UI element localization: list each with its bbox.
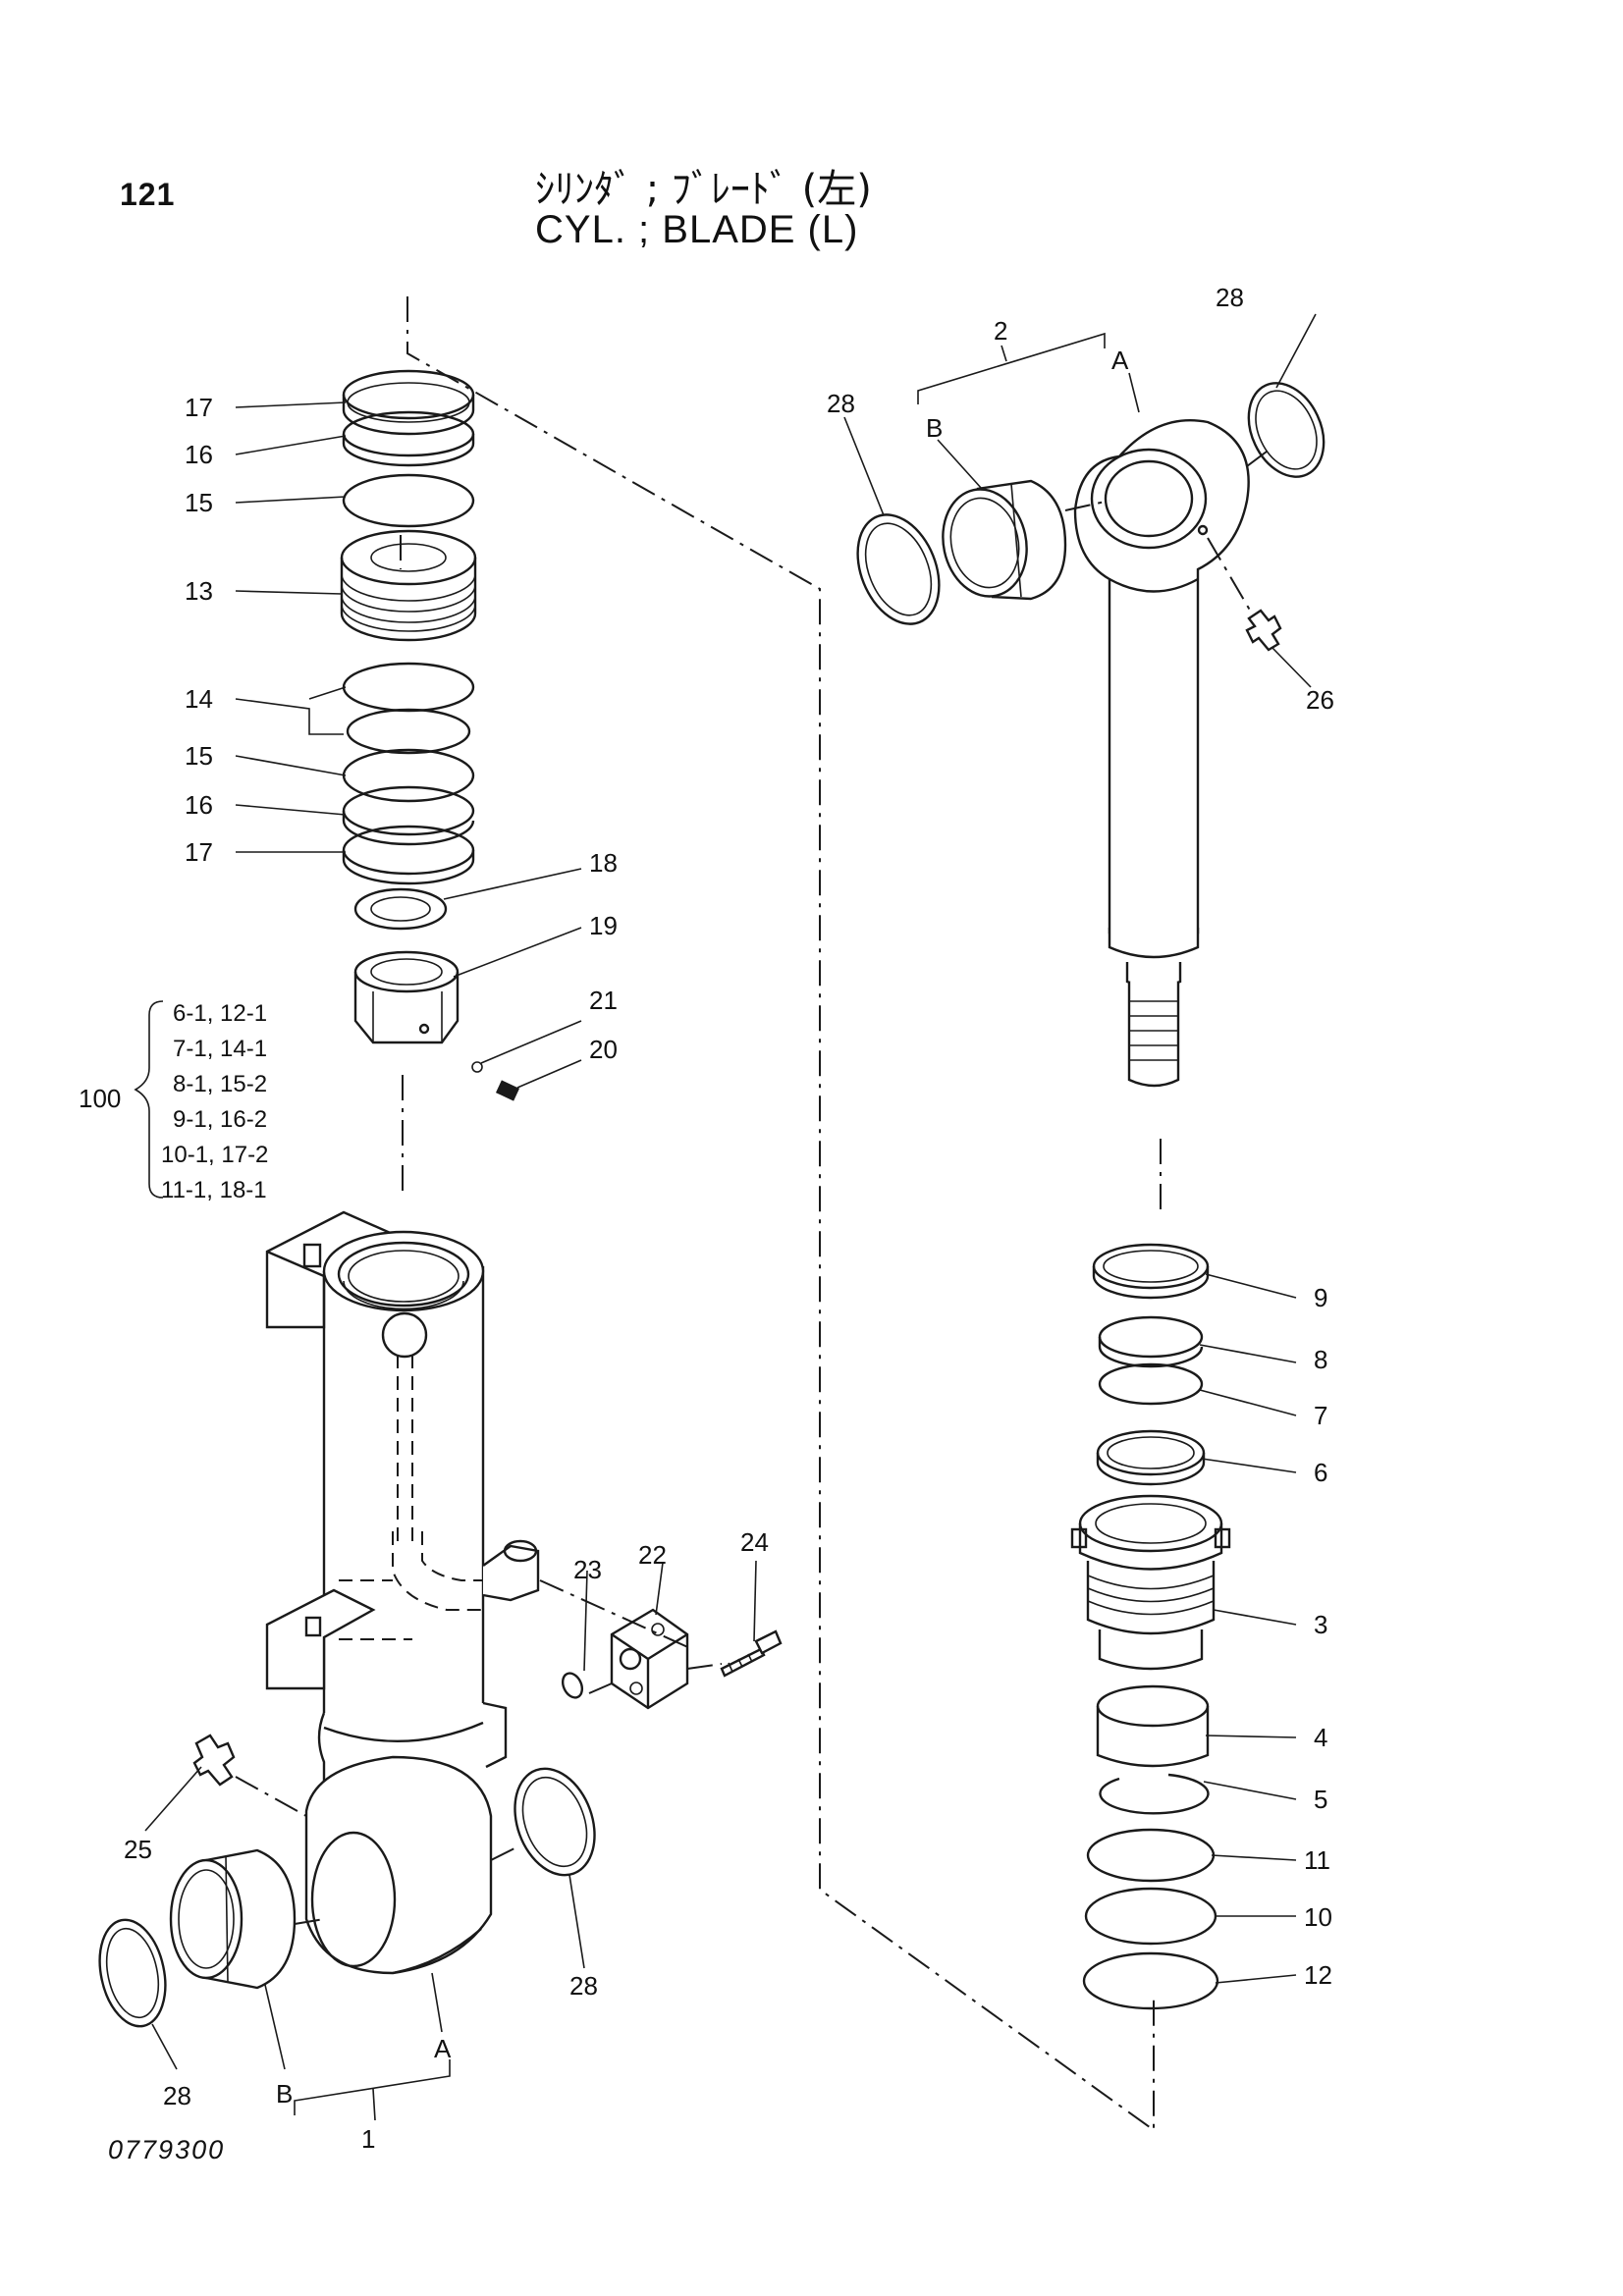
part-5-snap-ring xyxy=(1099,1773,1210,1815)
page-number: 121 xyxy=(120,177,176,212)
part-1-bracket xyxy=(294,2059,451,2121)
part-11-backup-ring xyxy=(1086,1828,1216,1883)
title-english: CYL. ; BLADE (L) xyxy=(535,208,859,251)
title-japanese: ｼﾘﾝﾀﾞ ; ﾌﾞﾚｰﾄﾞ (左) xyxy=(535,167,872,212)
part-left-bushing-b xyxy=(169,1848,297,1990)
port-assembly-dash-lines xyxy=(235,1579,723,1817)
part-14-ring-b xyxy=(346,708,471,755)
callout-23: 23 xyxy=(573,1555,602,1584)
head-parts-stack xyxy=(1070,1243,1231,2010)
rod-seal-axis-line xyxy=(1246,451,1268,467)
part-21-ball xyxy=(471,1061,483,1073)
part-20-set-screw xyxy=(495,1080,520,1101)
callout-labels: 17 16 15 13 14 15 16 17 18 19 21 20 22 2… xyxy=(124,283,1334,2154)
callout-28-lower-left: 28 xyxy=(163,2081,191,2110)
part-17-ring-upper xyxy=(342,369,475,436)
part-2-piston-rod xyxy=(1073,418,1250,1088)
callout-19: 19 xyxy=(589,911,618,940)
callout-16-lower: 16 xyxy=(185,790,213,820)
callout-7: 7 xyxy=(1314,1401,1327,1430)
part-8-seal xyxy=(1098,1315,1204,1368)
part-25-grease-nipple xyxy=(192,1734,236,1787)
callout-3: 3 xyxy=(1314,1610,1327,1639)
part-23-oring xyxy=(561,1672,584,1699)
callout-15-upper: 15 xyxy=(185,488,213,517)
kit-line-6: 11-1, 18-1 xyxy=(161,1177,267,1203)
label-a-left: A xyxy=(434,2034,452,2063)
part-12-oring xyxy=(1082,1951,1219,2010)
callout-9: 9 xyxy=(1314,1283,1327,1312)
part-28-seal-upper-right xyxy=(1247,382,1325,478)
part-26-grease-nipple xyxy=(1207,537,1282,652)
kit-line-4: 9-1, 16-2 xyxy=(173,1106,267,1133)
kit-label: 100 xyxy=(79,1084,121,1113)
callout-24: 24 xyxy=(740,1527,769,1557)
callout-26: 26 xyxy=(1306,685,1334,715)
callout-1: 1 xyxy=(361,2124,375,2154)
label-a-right: A xyxy=(1111,346,1129,375)
callout-11: 11 xyxy=(1304,1845,1330,1875)
part-24-bolt xyxy=(720,1629,783,1678)
part-9-dust-seal xyxy=(1092,1243,1210,1300)
label-b-right: B xyxy=(926,413,943,443)
part-19-nut xyxy=(353,950,460,1044)
callout-28-upper-left: 28 xyxy=(827,389,855,418)
kit-line-1: 6-1, 12-1 xyxy=(173,1000,267,1027)
part-right-bushing-b xyxy=(942,479,1067,601)
part-18-washer xyxy=(353,887,448,931)
part-13-piston xyxy=(340,529,477,642)
callout-10: 10 xyxy=(1304,1902,1332,1932)
part-7-ring xyxy=(1098,1362,1204,1406)
callout-15-lower: 15 xyxy=(185,741,213,771)
callout-22: 22 xyxy=(638,1540,667,1570)
piston-stack xyxy=(340,369,520,1101)
part-28-seal-lower-left xyxy=(98,1918,167,2028)
part-28-seal-cylinder-side xyxy=(514,1767,596,1877)
part-16-ring-upper xyxy=(342,410,475,467)
callout-12: 12 xyxy=(1304,1960,1332,1990)
kit-line-3: 8-1, 15-2 xyxy=(173,1071,267,1097)
leader-lines xyxy=(134,313,1317,2070)
kit-line-2: 7-1, 14-1 xyxy=(173,1036,267,1062)
rod-eye-axis-line xyxy=(1064,500,1110,511)
callout-13: 13 xyxy=(185,576,213,606)
part-2-bracket xyxy=(917,332,1106,404)
assembly-boundary-lines xyxy=(400,296,1162,2132)
callout-17-upper: 17 xyxy=(185,393,213,422)
part-22-block xyxy=(610,1608,689,1710)
callout-21: 21 xyxy=(589,986,618,1015)
bushing-axis-line xyxy=(294,1918,325,1925)
part-17-ring-lower xyxy=(342,825,475,885)
kit-line-5: 10-1, 17-2 xyxy=(161,1142,268,1168)
part-3-rod-cover xyxy=(1070,1494,1231,1671)
callout-28-cylinder: 28 xyxy=(569,1971,598,2001)
callout-5: 5 xyxy=(1314,1785,1327,1814)
part-4-bushing xyxy=(1096,1684,1210,1768)
part-14-ring-a xyxy=(342,662,475,713)
drawing-number: 0779300 xyxy=(108,2135,226,2164)
part-15-oring-upper xyxy=(342,473,475,528)
callout-28-upper-right: 28 xyxy=(1216,283,1244,312)
callout-2: 2 xyxy=(994,316,1007,346)
callout-20: 20 xyxy=(589,1035,618,1064)
callout-25: 25 xyxy=(124,1835,152,1864)
callout-16-upper: 16 xyxy=(185,440,213,469)
seal-kit-100: 100 6-1, 12-1 7-1, 14-1 8-1, 15-2 9-1, 1… xyxy=(79,1000,268,1203)
callout-6: 6 xyxy=(1314,1458,1327,1487)
callout-4: 4 xyxy=(1314,1723,1327,1752)
part-1-cylinder-tube xyxy=(265,1210,540,1975)
label-b-left: B xyxy=(276,2079,293,2109)
part-10-oring xyxy=(1084,1887,1217,1946)
callout-17-lower: 17 xyxy=(185,837,213,867)
seal-axis-line xyxy=(490,1844,521,1861)
part-6-seal xyxy=(1096,1429,1206,1486)
callout-8: 8 xyxy=(1314,1345,1327,1374)
part-28-seal-upper-left xyxy=(856,513,941,625)
callout-18: 18 xyxy=(589,848,618,878)
callout-14: 14 xyxy=(185,684,213,714)
part-16-ring-lower xyxy=(342,785,475,846)
